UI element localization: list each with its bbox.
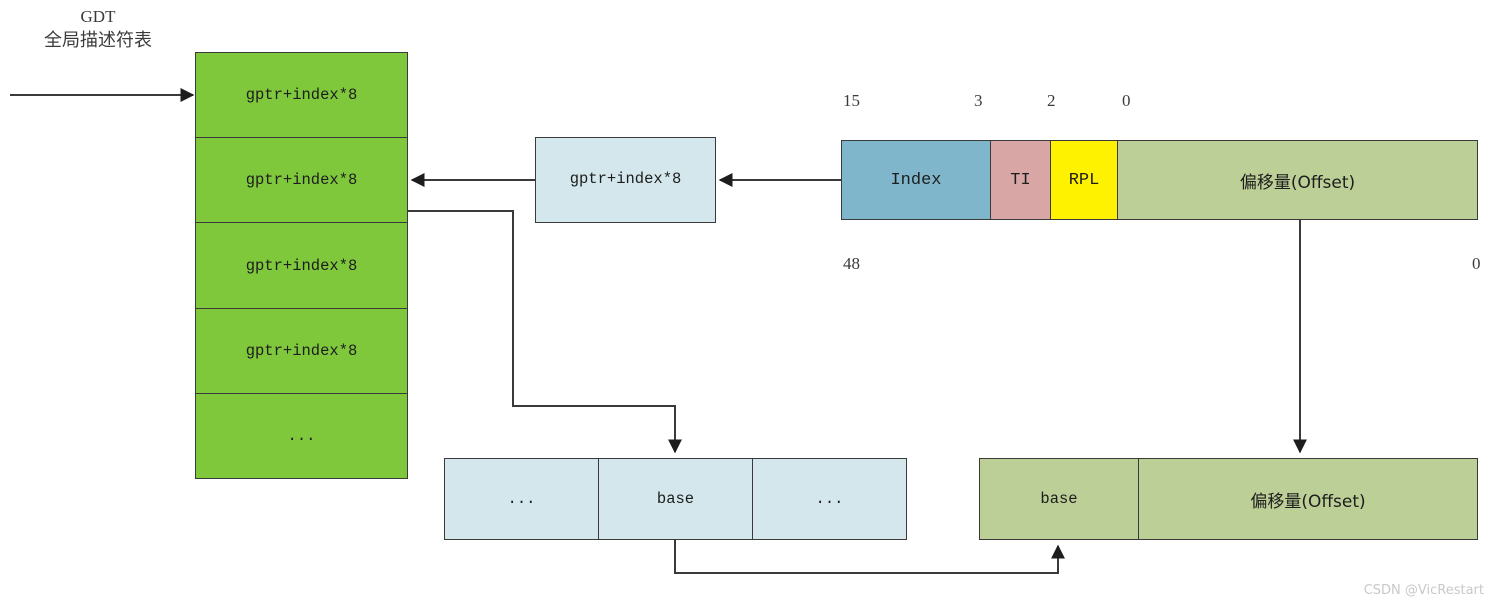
- selector-cell-offset[interactable]: 偏移量(Offset): [1118, 141, 1477, 219]
- bit-label-0-top: 0: [1122, 91, 1131, 110]
- watermark-text: CSDN @VicRestart: [1363, 583, 1484, 598]
- selector-rpl-label: RPL: [1068, 170, 1100, 190]
- bit-label-2: 2: [1047, 91, 1056, 110]
- linear-address-base-label: base: [1040, 490, 1078, 508]
- gdt-row-label: ...: [287, 426, 316, 445]
- selector-ti-label: TI: [1010, 170, 1031, 190]
- linear-address-offset-label: 偏移量(Offset): [1250, 491, 1366, 512]
- gdt-row-label: gptr+index*8: [245, 341, 358, 360]
- gdt-row[interactable]: gptr+index*8: [196, 53, 407, 139]
- gdt-chinese-text: 全局描述符表: [44, 29, 152, 51]
- descriptor-cell-trailing-ellipsis[interactable]: ...: [753, 459, 906, 539]
- wire-descriptor-base-to-linear-base: [674, 540, 1065, 574]
- selector-index-label: Index: [890, 170, 942, 190]
- descriptor-cell-label: base: [656, 490, 695, 508]
- linear-address-cell-offset[interactable]: 偏移量(Offset): [1139, 459, 1477, 539]
- selector-cell-rpl[interactable]: RPL: [1051, 141, 1118, 219]
- bit-label-3: 3: [974, 91, 983, 110]
- gdt-row-label: gptr+index*8: [245, 171, 358, 190]
- descriptor-cell-label: ...: [507, 490, 536, 508]
- linear-address-cell-base[interactable]: base: [980, 459, 1139, 539]
- gdt-row[interactable]: gptr+index*8: [196, 223, 407, 309]
- gdt-row-ellipsis[interactable]: ...: [196, 394, 407, 478]
- gptr-index-box[interactable]: gptr+index*8: [535, 137, 716, 223]
- selector-cell-ti[interactable]: TI: [991, 141, 1051, 219]
- gdt-row-label: gptr+index*8: [245, 86, 358, 105]
- gdt-title-label: GDT 全局描述符表: [8, 6, 188, 53]
- gdt-abbrev-text: GDT: [80, 7, 116, 26]
- selector-cell-index[interactable]: Index: [842, 141, 991, 219]
- wire-gdt-to-descriptor: [408, 210, 682, 454]
- gdt-table: gptr+index*8 gptr+index*8 gptr+index*8 g…: [195, 52, 408, 479]
- gptr-index-box-label: gptr+index*8: [569, 170, 682, 189]
- descriptor-cell-leading-ellipsis[interactable]: ...: [445, 459, 599, 539]
- selector-offset-label: 偏移量(Offset): [1239, 172, 1356, 193]
- gdt-row-label: gptr+index*8: [245, 256, 358, 275]
- descriptor-cell-base[interactable]: base: [599, 459, 753, 539]
- gdt-row[interactable]: gptr+index*8: [196, 138, 407, 224]
- descriptor-cell-label: ...: [815, 490, 844, 508]
- gdt-row[interactable]: gptr+index*8: [196, 309, 407, 394]
- linear-address-row: base 偏移量(Offset): [979, 458, 1478, 540]
- segment-descriptor-row: ... base ...: [444, 458, 907, 540]
- bit-label-0-bottom: 0: [1472, 254, 1481, 273]
- bit-label-15: 15: [843, 91, 860, 110]
- segment-selector-row: Index TI RPL 偏移量(Offset): [841, 140, 1478, 220]
- bit-label-48: 48: [843, 254, 860, 273]
